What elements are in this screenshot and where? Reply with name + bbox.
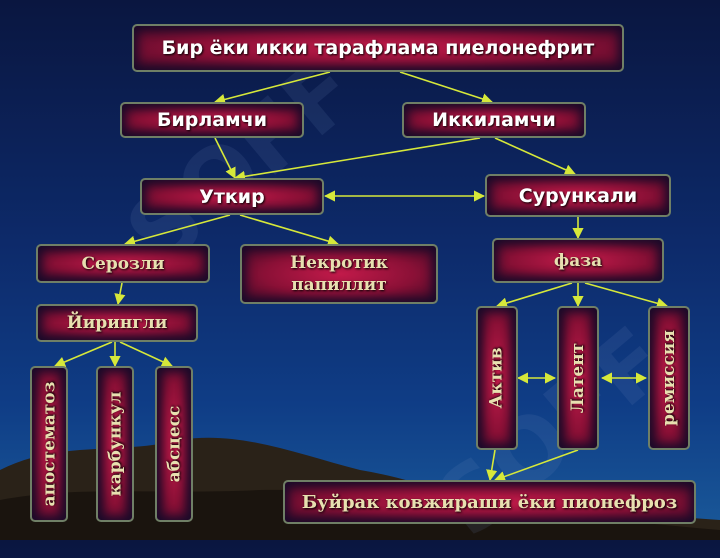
node-chronic: Сурункали (485, 174, 671, 217)
node-abscess-label: абсцесс (164, 405, 185, 483)
arrow-purulent-apostematoz (53, 341, 113, 368)
arrow-secondary-chronic (494, 137, 577, 175)
node-serous: Серозли (36, 244, 210, 283)
node-purulent: Йирингли (36, 304, 198, 342)
arrow-primary-acute (214, 137, 236, 180)
node-apostematoz: апостематоз (30, 366, 68, 522)
node-acute: Уткир (140, 178, 324, 215)
node-active-label: Актив (487, 347, 508, 409)
node-apostematoz-label: апостематоз (39, 381, 60, 507)
node-latent: Латент (557, 306, 599, 450)
node-phase: фаза (492, 238, 664, 283)
node-secondary: Иккиламчи (402, 102, 586, 138)
arrow-latent-outcome (493, 449, 579, 482)
node-outcome: Буйрак ковжираши ёки пионефроз (283, 480, 696, 524)
connector-arrows (53, 71, 669, 482)
arrow-active-outcome (486, 449, 498, 482)
arrow-title-primary (213, 71, 331, 105)
node-abscess: абсцесс (155, 366, 193, 522)
node-necrotic: Некротик папиллит (240, 244, 438, 304)
arrow-purulent-abscess (119, 341, 174, 367)
arrow-acute-necrotic (239, 214, 340, 247)
arrow-secondary-acute (233, 137, 481, 182)
arrow-phase-remission (584, 282, 669, 309)
arrow-acute-serous (123, 214, 231, 247)
arrow-phase-active (495, 282, 573, 309)
node-karbunkul: карбункул (96, 366, 134, 522)
node-remission: ремиссия (648, 306, 690, 450)
node-title: Бир ёки икки тарафлама пиелонефрит (132, 24, 624, 72)
node-latent-label: Латент (568, 342, 588, 414)
node-remission-label: ремиссия (659, 330, 680, 426)
arrow-title-secondary (399, 71, 494, 105)
arrow-serous-purulent (114, 282, 126, 306)
node-primary: Бирламчи (120, 102, 304, 138)
node-karbunkul-label: карбункул (105, 391, 125, 497)
node-active: Актив (476, 306, 518, 450)
